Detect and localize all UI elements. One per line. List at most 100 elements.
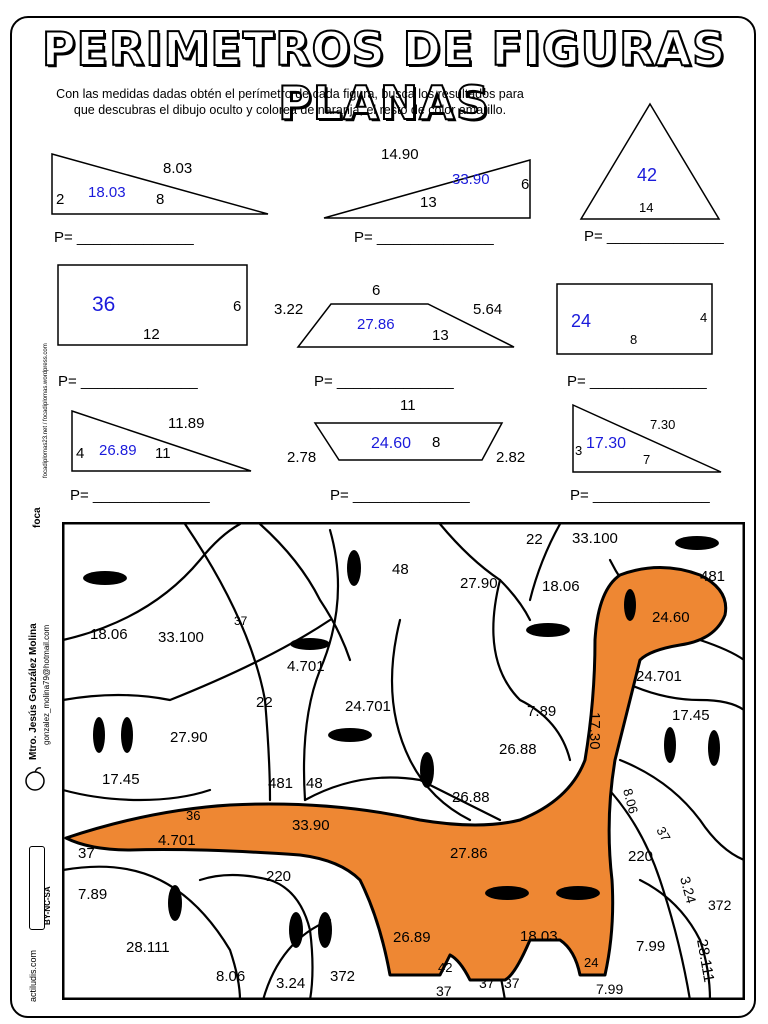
puzzle-number: 37 — [78, 845, 95, 862]
fig4-answer: 36 — [92, 293, 116, 316]
fig9-label-base: 7 — [643, 452, 651, 467]
fig1-label-hyp: 8.03 — [163, 160, 193, 177]
fig3-label-side: 14 — [639, 200, 654, 215]
fig5-label-base: 13 — [432, 327, 449, 344]
apple-icon — [25, 767, 45, 791]
hidden-picture-puzzle: 22 33.100 48 27.90 18.06 481 24.60 18.06… — [62, 522, 745, 1000]
fig1-answer-line: P= ______________ — [54, 229, 194, 246]
fig6-answer-line: P= ______________ — [567, 373, 707, 390]
fig5-label-top: 6 — [372, 282, 381, 299]
puzzle-number: 37 — [436, 983, 452, 999]
puzzle-number: 26.89 — [393, 929, 431, 946]
fig8-answer-line: P= ______________ — [330, 487, 470, 504]
figure-5-trapezoid — [296, 303, 515, 348]
fig4-label-height: 6 — [233, 298, 242, 315]
fig8-answer: 24.60 — [371, 435, 412, 452]
puzzle-number: 37 — [479, 975, 495, 991]
fig7-answer-line: P= ______________ — [70, 487, 210, 504]
license-badge: BY-NC-SA — [29, 846, 52, 930]
fig3-answer-line: P= ______________ — [584, 228, 724, 245]
puzzle-number: 4.701 — [287, 658, 325, 675]
puzzle-number: 220 — [266, 868, 291, 885]
fig1-label-base: 8 — [156, 191, 165, 208]
blog-url: focadiplomas23.net / focadiplomas.wordpr… — [43, 343, 49, 478]
fig2-answer: 33.90 — [452, 171, 490, 188]
puzzle-number: 27.86 — [450, 845, 488, 862]
puzzle-number: 48 — [306, 775, 323, 792]
instructions: Con las medidas dadas obtén el perímetro… — [56, 87, 524, 117]
site-credit: actiludis.com — [28, 949, 38, 1002]
puzzle-number: 24.701 — [636, 668, 682, 685]
puzzle-number: 33.100 — [572, 530, 618, 547]
figure-8-inverted-trapezoid — [313, 422, 504, 461]
fig8-label-top: 11 — [400, 397, 416, 414]
fig5-label-right: 5.64 — [473, 301, 503, 318]
puzzle-number: 28.111 — [126, 939, 170, 956]
fig2-answer-line: P= ______________ — [354, 229, 494, 246]
puzzle-number: 24.701 — [345, 698, 391, 715]
puzzle-number: 17.45 — [102, 771, 140, 788]
figure-6-rectangle — [556, 283, 713, 355]
fig6-label-base: 8 — [630, 332, 638, 347]
puzzle-number: 27.90 — [170, 729, 208, 746]
puzzle-number: 24 — [584, 955, 598, 970]
puzzle-number: 48 — [392, 561, 409, 578]
fig9-label-height: 3 — [575, 443, 583, 458]
puzzle-number: 18.06 — [90, 626, 128, 643]
puzzle-number: 7.99 — [636, 938, 665, 955]
puzzle-number: 37 — [504, 975, 520, 991]
fig1-answer: 18.03 — [88, 184, 126, 201]
fig5-label-left: 3.22 — [274, 301, 304, 318]
puzzle-number: 3.24 — [276, 975, 305, 992]
author-credit: Mtro. Jesús González Molina — [28, 623, 39, 760]
fig9-answer-line: P= ______________ — [570, 487, 710, 504]
figure-9-right-triangle — [572, 403, 722, 473]
page-title: PERIMETROS DE FIGURAS PLANAS — [41, 21, 727, 131]
puzzle-number: 4.701 — [158, 832, 196, 849]
fig5-answer: 27.86 — [357, 316, 395, 333]
puzzle-number: 7.89 — [78, 886, 107, 903]
page-frame — [10, 16, 756, 1018]
fig6-label-height: 4 — [700, 310, 708, 325]
fig1-label-height: 2 — [56, 191, 65, 208]
figure-4-rectangle — [57, 264, 248, 346]
puzzle-number: 18.03 — [520, 928, 558, 945]
fig7-label-height: 4 — [76, 445, 85, 462]
fig8-label-base: 8 — [432, 434, 441, 451]
fig8-label-right: 2.82 — [496, 449, 526, 466]
fig7-label-hyp: 11.89 — [168, 415, 205, 432]
puzzle-number: 8.06 — [216, 968, 245, 985]
fig4-label-base: 12 — [143, 326, 160, 343]
puzzle-number: 7.99 — [596, 981, 623, 997]
fig4-answer-line: P= ______________ — [58, 373, 198, 390]
puzzle-number: 33.90 — [292, 817, 330, 834]
puzzle-number: 37 — [653, 824, 673, 844]
puzzle-number: 27.90 — [460, 575, 498, 592]
puzzle-number: 22 — [256, 694, 273, 711]
author-email: gonzalez_molina79@hotmail.com — [42, 624, 51, 745]
puzzle-number: 481 — [268, 775, 293, 792]
fig2-label-hyp: 14.90 — [381, 146, 419, 163]
puzzle-number: 220 — [628, 848, 653, 865]
fig8-label-left: 2.78 — [287, 449, 317, 466]
puzzle-number: 372 — [708, 897, 732, 913]
puzzle-number: 22 — [526, 531, 543, 548]
fig2-label-height: 6 — [521, 176, 530, 193]
fig9-label-hyp: 7.30 — [650, 417, 676, 432]
puzzle-number: 18.06 — [542, 578, 580, 595]
puzzle-number: 17.45 — [672, 707, 710, 724]
puzzle-number: 372 — [330, 968, 355, 985]
puzzle-number: 42 — [438, 960, 452, 975]
puzzle-number: 37 — [234, 614, 248, 628]
blog-credit: foca — [32, 507, 43, 528]
figure-1-right-triangle — [51, 153, 269, 215]
puzzle-number: 26.88 — [499, 741, 537, 758]
puzzle-number: 7.89 — [527, 703, 556, 720]
puzzle-number: 26.88 — [452, 789, 490, 806]
dinosaur-silhouette — [64, 566, 728, 982]
fig9-answer: 17.30 — [586, 435, 627, 452]
puzzle-number: 24.60 — [652, 609, 690, 626]
fig7-label-base: 11 — [155, 445, 171, 462]
puzzle-number: 36 — [186, 808, 200, 823]
fig3-answer: 42 — [637, 165, 658, 185]
